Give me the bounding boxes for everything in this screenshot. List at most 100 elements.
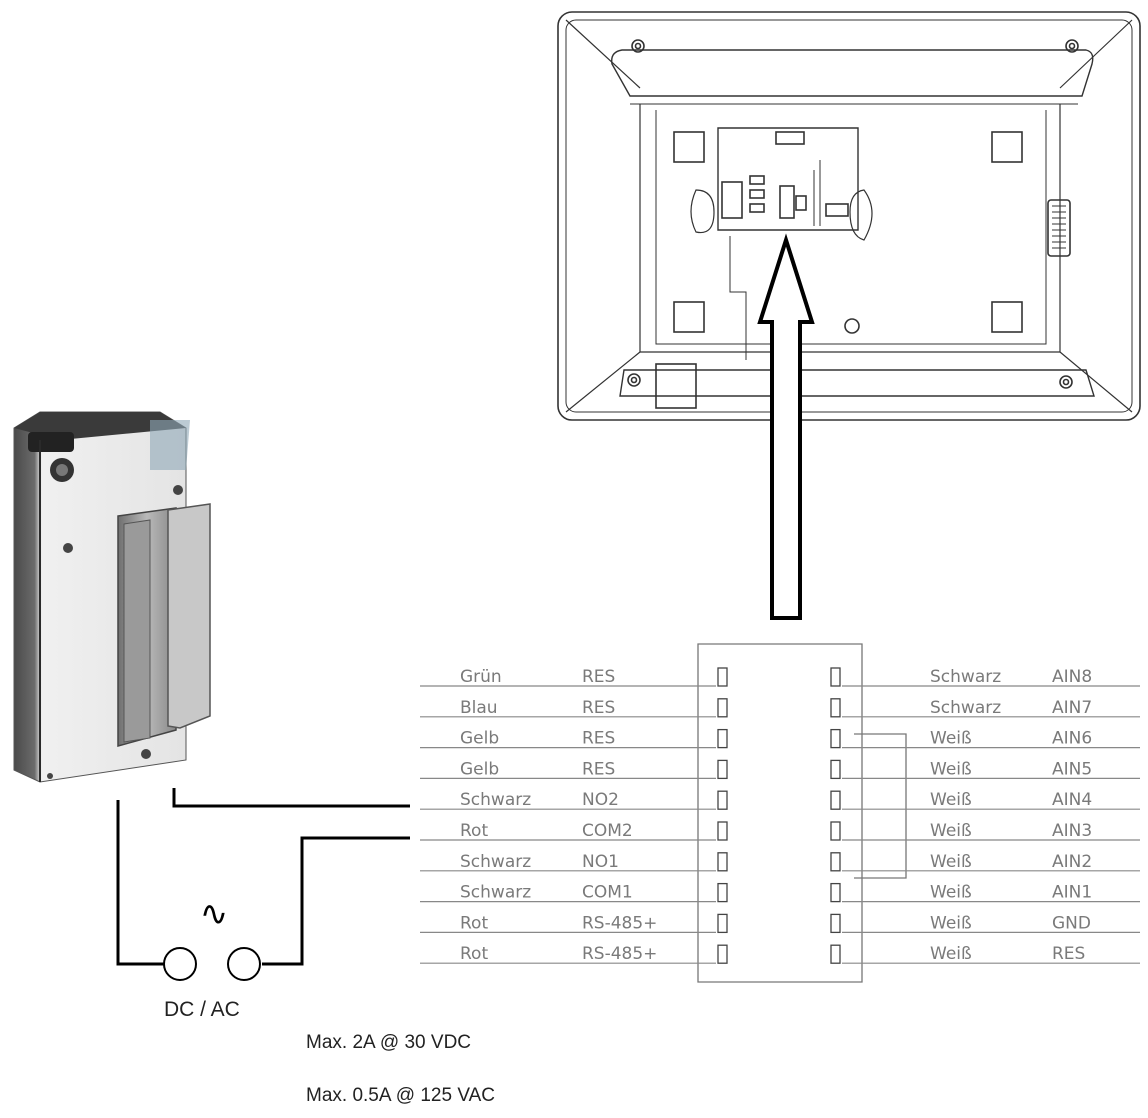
signal-label: AIN6: [1052, 729, 1092, 749]
wire-color-label: Rot: [460, 913, 488, 933]
wire-color-label: Weiß: [930, 790, 972, 810]
screw-icon: [627, 373, 641, 387]
wire-color-label: Rot: [460, 821, 488, 841]
terminal-block-outline: [697, 643, 863, 983]
signal-label: AIN2: [1052, 852, 1092, 872]
terminal-pin: [717, 821, 728, 841]
supply-label: DC / AC: [164, 998, 240, 1021]
wire-color-label: Blau: [460, 698, 498, 718]
intercom-device-back: [557, 11, 1141, 421]
wire-color-label: Grün: [460, 667, 502, 687]
terminal-row-left: Schwarz COM1: [420, 882, 728, 903]
terminal-pin: [830, 852, 841, 872]
terminal-pin: [717, 852, 728, 872]
signal-label: RS-485+: [582, 913, 657, 933]
wire-color-label: Weiß: [930, 821, 972, 841]
signal-label: RES: [582, 667, 615, 687]
mount-clip: [673, 301, 705, 333]
terminal-row-right: Weiß AIN2: [830, 852, 1140, 872]
terminal-pin: [830, 882, 841, 903]
signal-label: AIN4: [1052, 790, 1092, 810]
terminal-row-left: Gelb RES: [420, 759, 728, 780]
terminal-row-right: Weiß AIN6: [830, 728, 1140, 749]
terminal-pin: [717, 698, 728, 718]
terminal-row-right: Weiß AIN3: [830, 821, 1140, 841]
signal-label: AIN8: [1052, 667, 1092, 687]
circuit-board: [717, 127, 859, 231]
terminal-pin: [717, 913, 728, 934]
side-vent: [1047, 199, 1071, 257]
wire-color-label: Weiß: [930, 852, 972, 872]
signal-label: COM1: [582, 883, 633, 903]
wire-color-label: Weiß: [930, 759, 972, 779]
screw-icon: [1065, 39, 1079, 53]
device-outer-frame: [557, 11, 1141, 421]
mount-hole-icon: [844, 318, 860, 334]
top-bezel: [611, 49, 1094, 97]
terminal-row-right: Weiß AIN4: [830, 790, 1140, 810]
terminal-row-left: Rot RS-485+: [420, 913, 728, 934]
supply-terminals: [163, 947, 261, 981]
connection-arrow-icon: [757, 233, 815, 620]
terminal-block: [697, 643, 907, 983]
spec-dc-rating: Max. 2A @ 30 VDC: [306, 1032, 472, 1053]
screw-icon: [1059, 375, 1073, 389]
terminal-pin: [717, 728, 728, 749]
wire-color-label: Gelb: [460, 729, 499, 749]
ain-bridge: [854, 733, 907, 879]
terminal-row-right: Weiß GND: [830, 913, 1140, 934]
wire-color-label: Gelb: [460, 759, 499, 779]
signal-label: AIN3: [1052, 821, 1092, 841]
signal-label: RES: [582, 759, 615, 779]
wire-to-no2: [172, 788, 410, 808]
signal-label: NO2: [582, 790, 619, 810]
spec-ac-rating: Max. 0.5A @ 125 VAC: [306, 1085, 495, 1106]
terminal-pin: [717, 882, 728, 903]
signal-label: GND: [1052, 913, 1091, 933]
terminal-pin: [717, 944, 728, 964]
terminal-pin: [830, 698, 841, 718]
wire-color-label: Schwarz: [460, 883, 531, 903]
board-header: [775, 131, 805, 145]
wire-lock-to-supply: [116, 800, 164, 966]
wire-color-label: Schwarz: [460, 852, 531, 872]
wire-color-label: Schwarz: [460, 790, 531, 810]
terminal-row-left: Grün RES: [420, 667, 728, 687]
wire-color-label: Weiß: [930, 883, 972, 903]
terminal-pin: [830, 944, 841, 964]
bottom-bezel: [619, 369, 1095, 397]
terminal-pin: [830, 759, 841, 780]
signal-label: AIN7: [1052, 698, 1092, 718]
wire-color-label: Weiß: [930, 913, 972, 933]
mount-clip: [991, 301, 1023, 333]
screw-icon: [631, 39, 645, 53]
signal-label: RES: [1052, 944, 1085, 964]
terminal-pin: [830, 728, 841, 749]
door-lock-illustration: [13, 411, 211, 783]
terminal-pin: [830, 913, 841, 934]
board-connector: [779, 185, 795, 219]
terminal-pin: [830, 667, 841, 687]
mount-clip: [673, 131, 705, 163]
lock-wiring: [116, 788, 410, 966]
signal-label: AIN5: [1052, 759, 1092, 779]
terminal-row-left: Schwarz NO1: [420, 852, 728, 872]
signal-label: NO1: [582, 852, 619, 872]
wire-color-label: Rot: [460, 944, 488, 964]
terminal-pin: [717, 759, 728, 780]
supply-terminal-circle: [227, 947, 261, 981]
signal-label: RS-485+: [582, 944, 657, 964]
wire-color-label: Weiß: [930, 729, 972, 749]
wire-color-label: Schwarz: [930, 667, 1001, 687]
lock-latch: [167, 503, 211, 729]
device-inner-frame: [565, 19, 1133, 413]
terminal-pin: [830, 790, 841, 810]
